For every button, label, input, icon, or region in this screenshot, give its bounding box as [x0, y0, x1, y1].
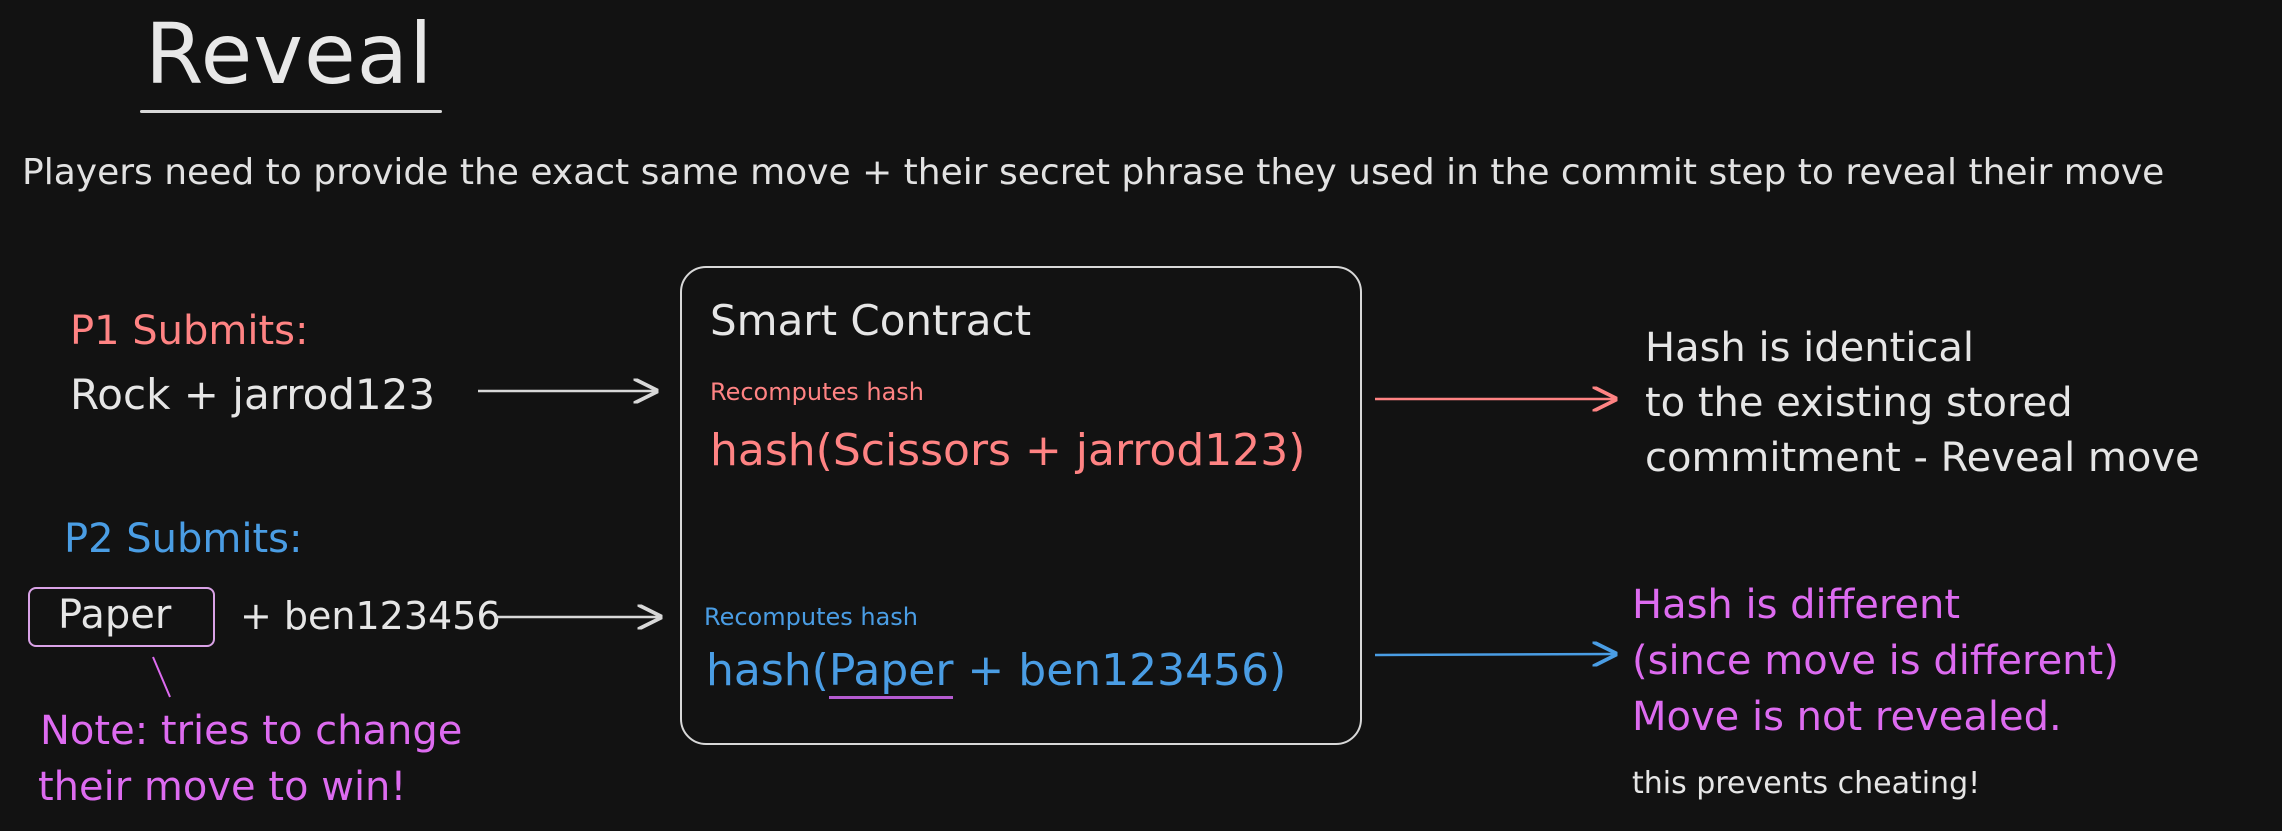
- result-1-line-3: commitment - Reveal move: [1645, 435, 2200, 481]
- subtitle: Players need to provide the exact same m…: [22, 152, 2165, 193]
- contract-title: Smart Contract: [710, 296, 1032, 345]
- result-1-line-2: to the existing stored: [1645, 380, 2073, 426]
- p1-submission: Rock + jarrod123: [70, 370, 436, 419]
- result-2-footnote: this prevents cheating!: [1632, 766, 1981, 801]
- p1-label: P1 Submits:: [70, 308, 309, 354]
- recompute-label-2: Recomputes hash: [704, 603, 919, 631]
- p2-secret: + ben123456: [240, 594, 501, 638]
- result-1-line-1: Hash is identical: [1645, 325, 1975, 371]
- hash-expression-2: hash(Paper + ben123456): [706, 645, 1287, 699]
- note-line-2: their move to win!: [38, 764, 407, 810]
- result-2-line-2: (since move is different): [1632, 638, 2119, 684]
- smart-contract-box: [680, 266, 1362, 745]
- result-2-line-3: Move is not revealed.: [1632, 694, 2062, 740]
- hash-2-prefix: hash(: [706, 645, 829, 696]
- hash-expression-1: hash(Scissors + jarrod123): [710, 425, 1306, 476]
- note-line-1: Note: tries to change: [40, 708, 463, 754]
- p2-move: Paper: [58, 592, 172, 638]
- hash-2-move: Paper: [828, 645, 954, 699]
- hash-2-suffix: + ben123456): [953, 645, 1287, 696]
- p2-move-box: [28, 587, 215, 647]
- title-underline: [140, 110, 442, 113]
- p2-label: P2 Submits:: [64, 516, 303, 562]
- contract-to-result-2-arrow: [1374, 654, 1615, 655]
- recompute-label-1: Recomputes hash: [710, 378, 925, 406]
- result-2-line-1: Hash is different: [1632, 582, 1961, 628]
- page-title: Reveal: [145, 5, 434, 103]
- note-connector-line: [152, 656, 171, 698]
